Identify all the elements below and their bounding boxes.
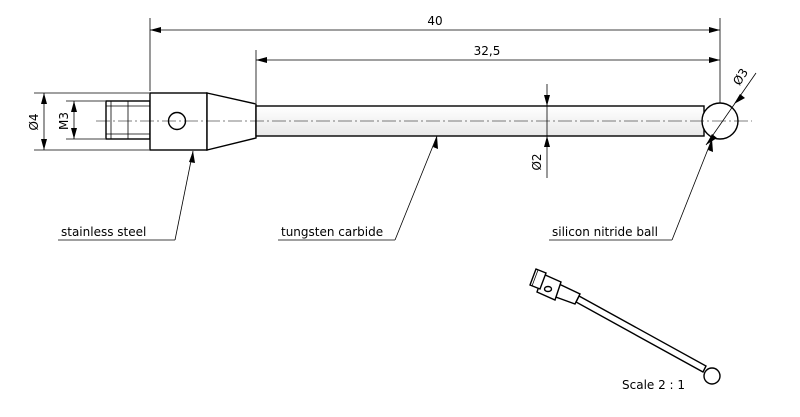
dim-thread-text: M3	[57, 112, 71, 130]
dim-stem-diameter: Ø2	[530, 84, 550, 178]
scale-note: Scale 2 : 1	[622, 378, 685, 392]
taper	[206, 92, 257, 151]
isometric-view	[529, 268, 721, 385]
dim-stem-diameter-text: Ø2	[530, 153, 544, 170]
callout-body-text: stainless steel	[61, 225, 146, 239]
dim-thread-diameter: Ø4	[27, 92, 149, 151]
callout-ball-text: silicon nitride ball	[552, 225, 658, 239]
callout-stem-text: tungsten carbide	[281, 225, 383, 239]
callout-stem: tungsten carbide	[278, 135, 438, 241]
dim-stylus-length: 32,5	[255, 44, 720, 103]
callout-body: stainless steel	[58, 150, 195, 241]
stylus-part	[96, 92, 752, 151]
dim-thread: M3	[57, 100, 105, 140]
dim-overall-length-text: 40	[427, 14, 442, 28]
dim-stylus-length-text: 32,5	[474, 44, 501, 58]
dim-thread-diameter-text: Ø4	[27, 113, 41, 130]
thread-lines	[106, 101, 150, 139]
dim-overall-length: 40	[149, 14, 721, 103]
callout-ball: silicon nitride ball	[549, 138, 713, 241]
